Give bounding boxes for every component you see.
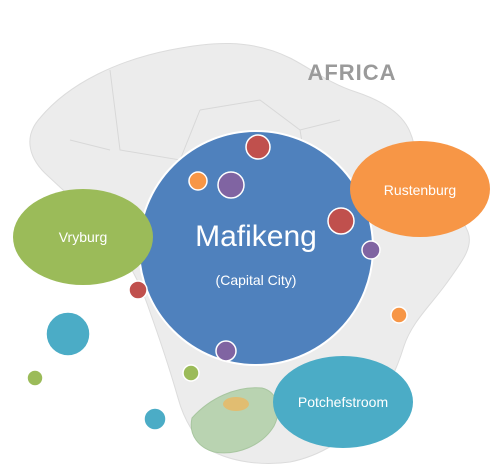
red-dot	[245, 134, 271, 160]
teal-dot	[143, 407, 167, 431]
purple-dot	[217, 171, 245, 199]
potchefstroom-label: Potchefstroom	[298, 394, 388, 410]
rustenburg-node	[350, 141, 490, 237]
teal-dot	[45, 311, 91, 357]
orange-dot	[390, 306, 408, 324]
purple-dot	[215, 340, 237, 362]
mafikeng-subtitle: (Capital City)	[216, 272, 297, 288]
region-highlight	[223, 397, 249, 411]
red-dot	[128, 280, 148, 300]
map-label-africa: AFRICA	[307, 60, 396, 85]
purple-dot	[361, 240, 381, 260]
potchefstroom-node	[273, 356, 413, 448]
vryburg-node	[13, 189, 153, 285]
green-dot	[182, 364, 200, 382]
green-dot	[26, 369, 44, 387]
rustenburg-label: Rustenburg	[384, 182, 456, 198]
red-dot	[327, 207, 355, 235]
south-africa-shape	[190, 387, 279, 454]
orange-dot	[188, 171, 208, 191]
decorative-dots	[26, 134, 408, 431]
mafikeng-title: Mafikeng	[195, 220, 317, 253]
vryburg-label: Vryburg	[59, 229, 108, 245]
